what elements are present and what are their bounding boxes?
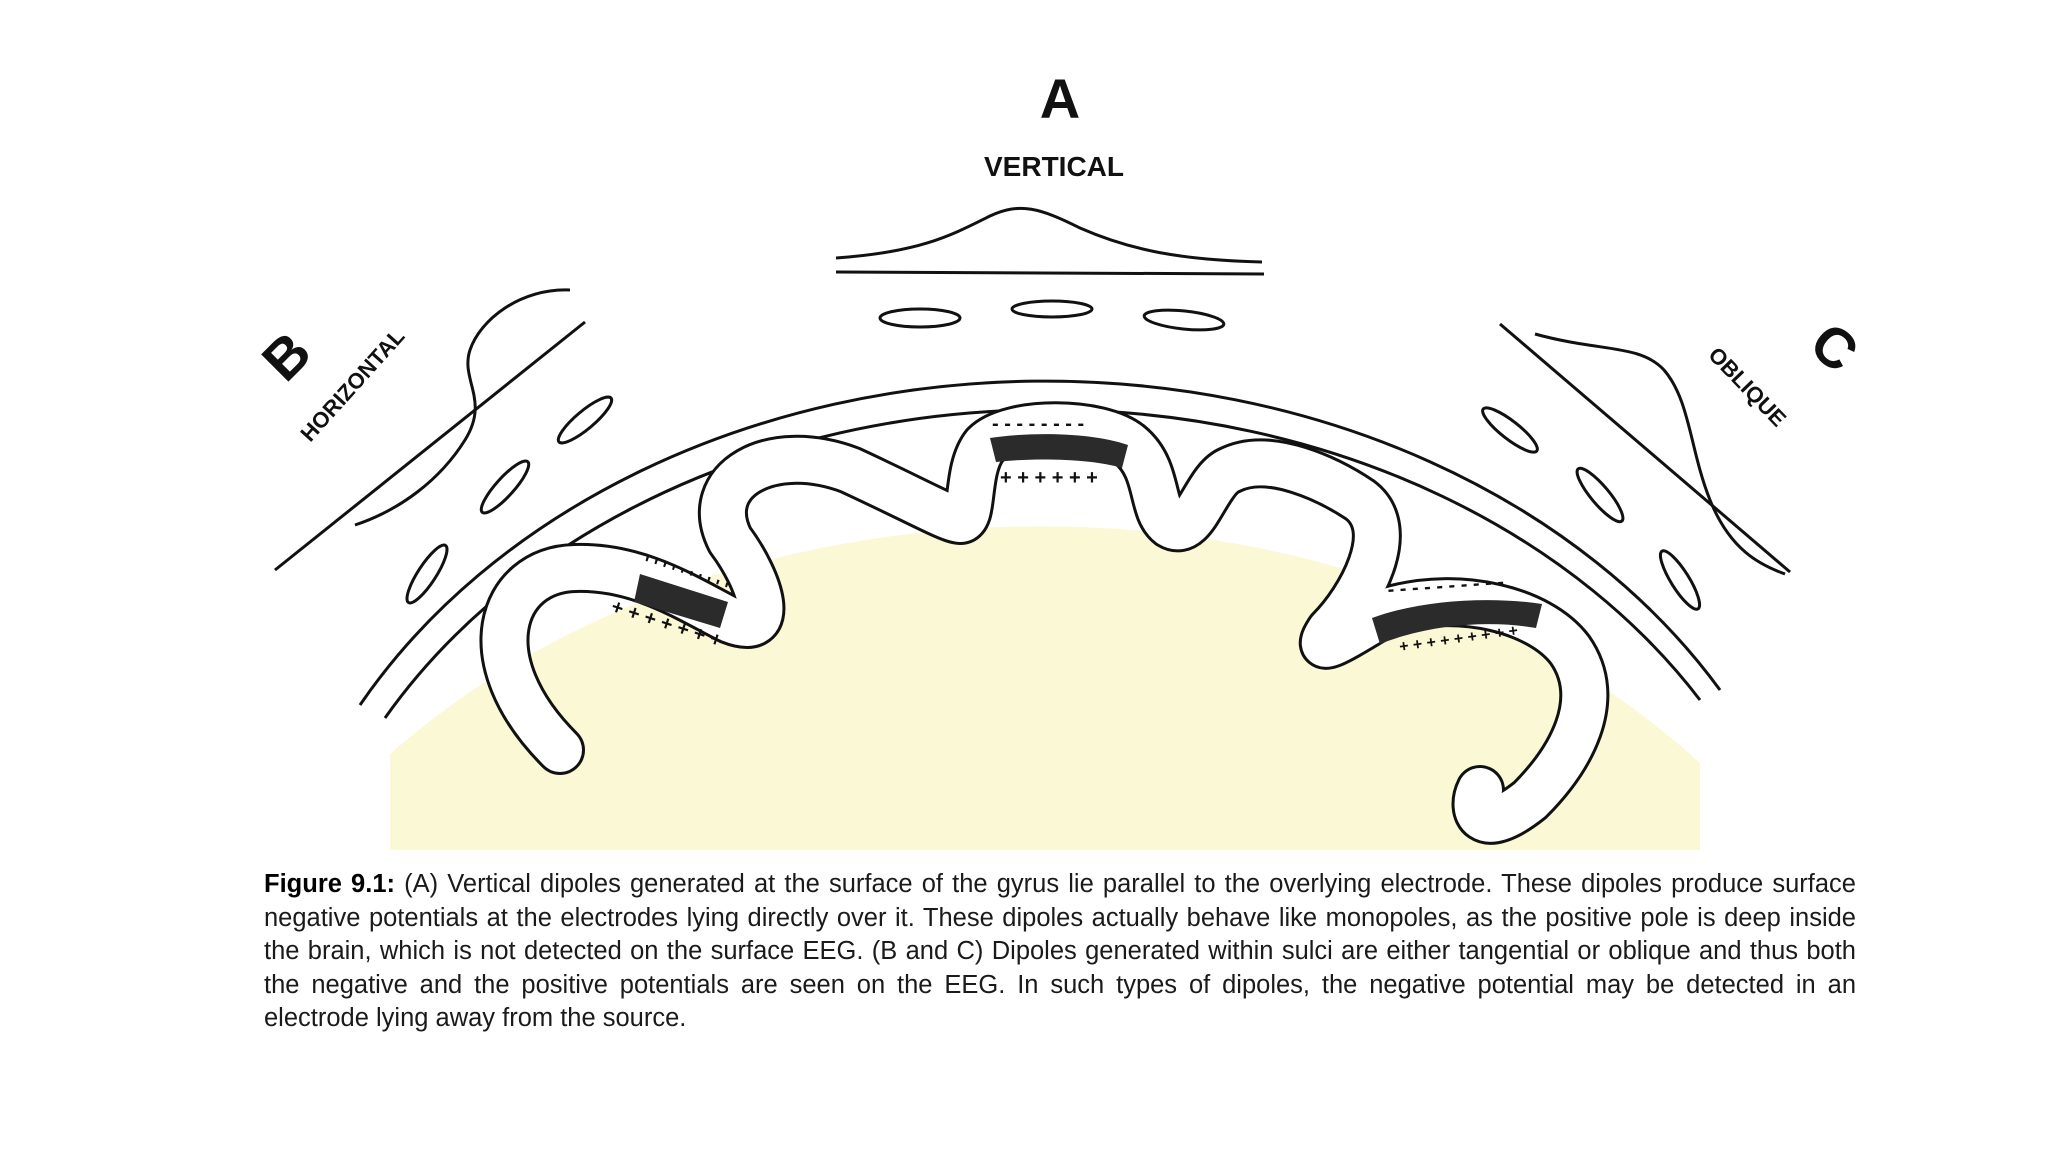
dipole-a-bar: [990, 434, 1128, 468]
panel-b-baseline: [274, 320, 586, 572]
dipole-a-positive: + + + + + +: [1000, 467, 1098, 489]
panel-c-letter: C: [1799, 310, 1870, 384]
panel-a-letter: A: [1040, 67, 1080, 130]
electrode-group-a: [878, 299, 1226, 332]
panel-c-baseline: [1499, 322, 1791, 574]
panel-a-baseline: [835, 270, 1265, 276]
electrode: [1658, 549, 1702, 611]
panel-b: B HORIZONTAL: [250, 288, 586, 572]
panel-a: A VERTICAL: [835, 67, 1265, 276]
electrode: [878, 307, 962, 329]
electrode: [1575, 466, 1625, 524]
panel-a-waveform: [835, 206, 1263, 264]
scalp-outer-arc: [358, 379, 1722, 706]
electrode: [1010, 299, 1094, 319]
electrode: [405, 543, 449, 605]
electrode-group-b: [405, 395, 614, 605]
figure-caption: Figure 9.1: (A) Vertical dipoles generat…: [264, 868, 1856, 1036]
dipole-b: ' ' ' ' ' ' ' ' ' ' + + + + + + +: [608, 553, 730, 653]
dipole-a: - - - - - - - - + + + + + +: [990, 413, 1128, 489]
panel-c-waveform: [1534, 332, 1786, 576]
panel-b-label: HORIZONTAL: [295, 324, 409, 447]
electrode: [1142, 308, 1226, 332]
figure-number: Figure 9.1:: [264, 870, 396, 898]
panel-c-label: OBLIQUE: [1704, 342, 1792, 431]
dipole-diagram: - - - - - - - - + + + + + + ' ' ' ' ' ' …: [250, 67, 1870, 850]
panel-a-label: VERTICAL: [984, 151, 1124, 182]
panel-b-letter: B: [250, 320, 323, 393]
panel-c: C OBLIQUE: [1499, 310, 1870, 576]
dipole-a-negative: - - - - - - - -: [992, 413, 1084, 435]
panel-b-waveform: [354, 288, 571, 527]
electrode: [479, 459, 531, 515]
dipole-c-bar: [1372, 600, 1542, 644]
electrode: [1481, 406, 1539, 454]
dipole-b-bar: [634, 574, 728, 628]
electrode-group-c: [1481, 406, 1702, 611]
caption-text: (A) Vertical dipoles generated at the su…: [264, 870, 1856, 1032]
electrode: [556, 395, 614, 445]
